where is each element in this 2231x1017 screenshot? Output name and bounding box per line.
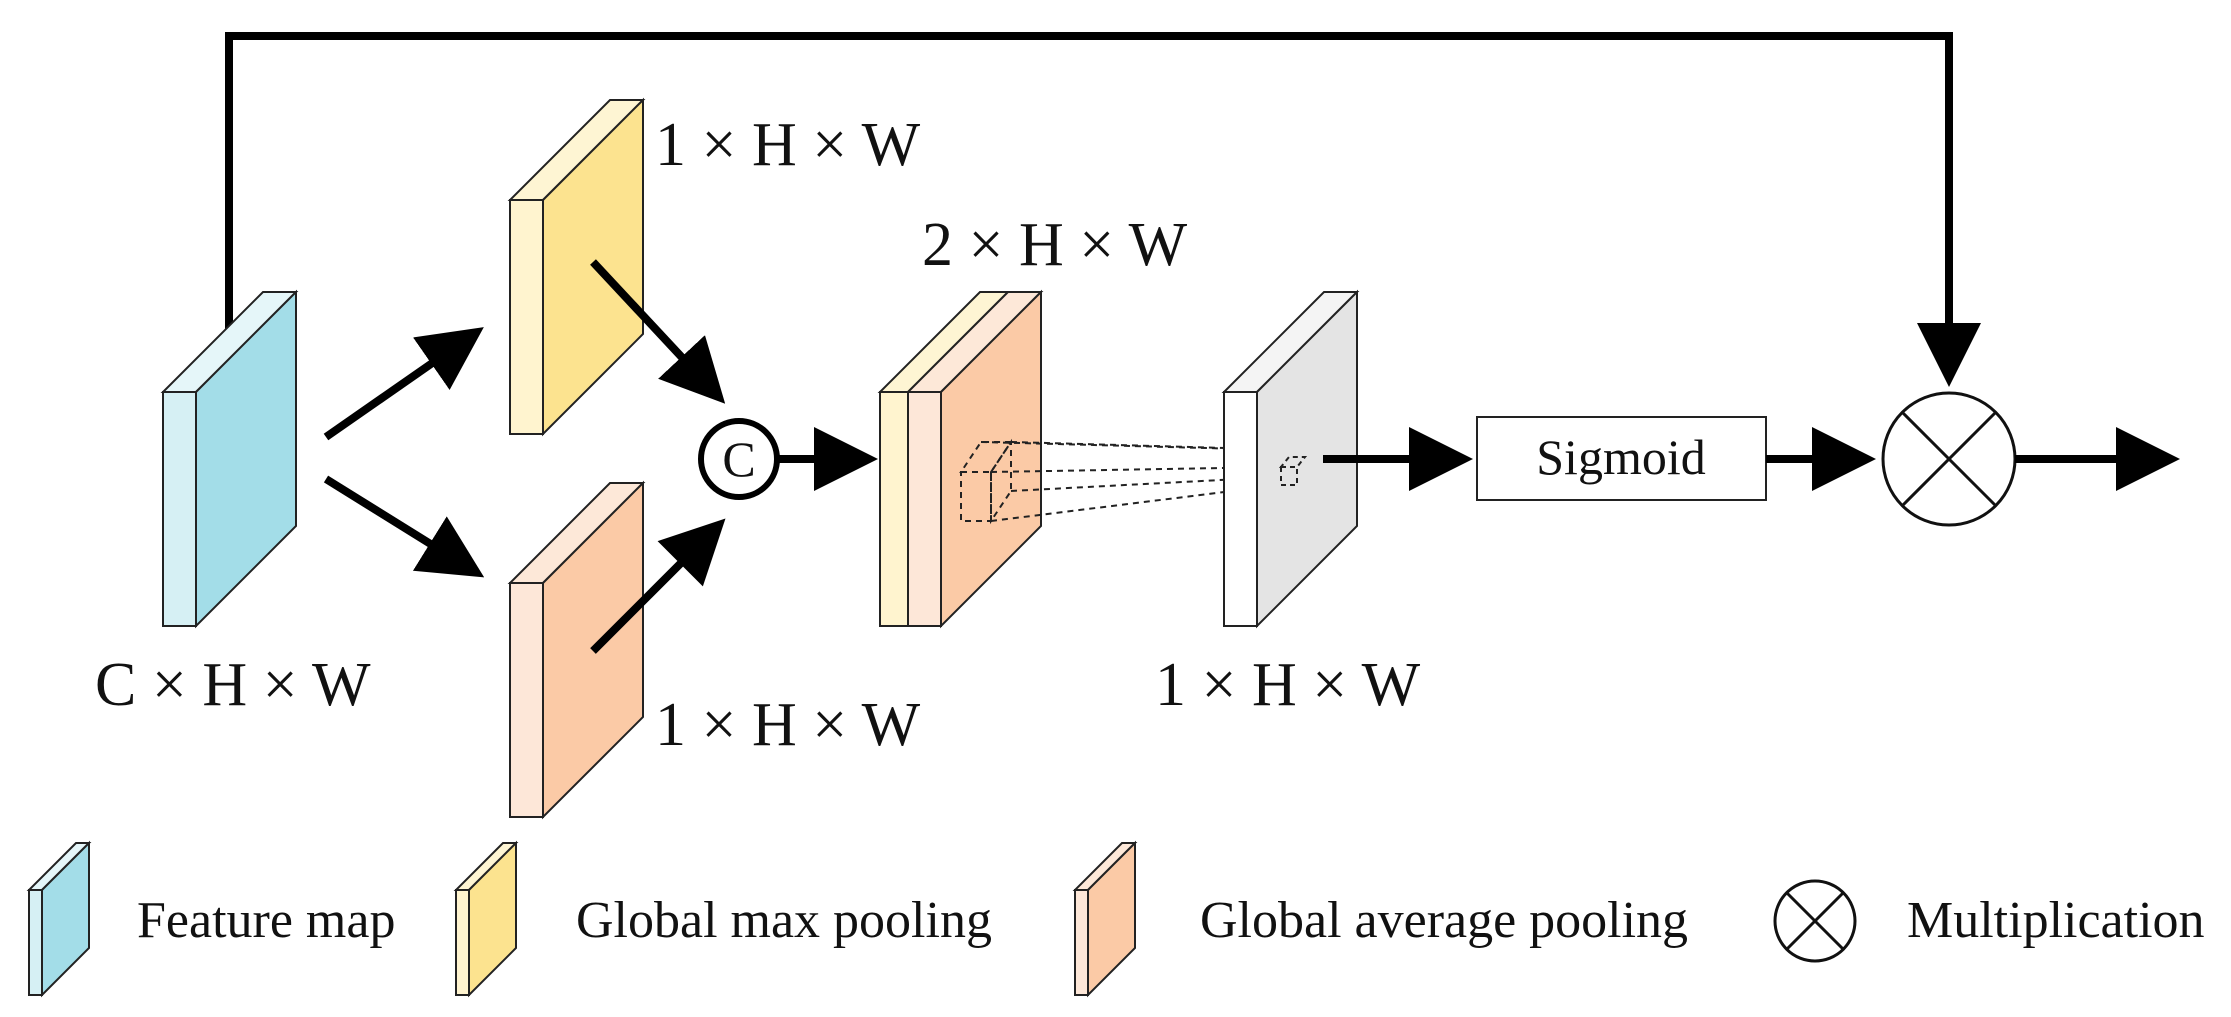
arrow-to-avg-pool [323,475,485,578]
legend: Feature map Global max pooling Global av… [26,840,2205,998]
legend-avg-pooling-label: Global average pooling [1200,892,1688,949]
conv-out-dims-label: 1 × H × W [1155,651,1421,719]
avg-pool-map [507,480,646,820]
sigmoid-box: Sigmoid [1476,416,1767,501]
multiplication-node [1881,391,2017,527]
max-pool-dims-label: 1 × H × W [655,111,921,179]
legend-feature-map: Feature map [26,840,395,998]
concat-map [877,289,1044,629]
skip-connection-arrow [225,32,1981,387]
concat-node: C [698,418,780,500]
concat-symbol: C [722,431,755,487]
arrow-avg-to-concat [590,518,726,654]
legend-max-pooling-label: Global max pooling [576,892,992,949]
arrow-to-max-pool [323,327,484,441]
legend-multiplication: Multiplication [1773,879,2205,963]
conv-output-map [1221,289,1360,629]
input-feature-map [160,289,299,629]
legend-feature-map-label: Feature map [137,892,395,949]
legend-multiplication-label: Multiplication [1907,892,2205,949]
arrow-max-to-concat [590,259,726,404]
sigmoid-label: Sigmoid [1536,429,1705,485]
concat-dims-label: 2 × H × W [922,211,1188,279]
legend-avg-pooling: Global average pooling [1072,840,1688,998]
avg-pool-dims-label: 1 × H × W [655,691,921,759]
max-pool-map [507,97,646,437]
input-dims-label: C × H × W [95,651,371,719]
legend-max-pooling: Global max pooling [453,840,992,998]
